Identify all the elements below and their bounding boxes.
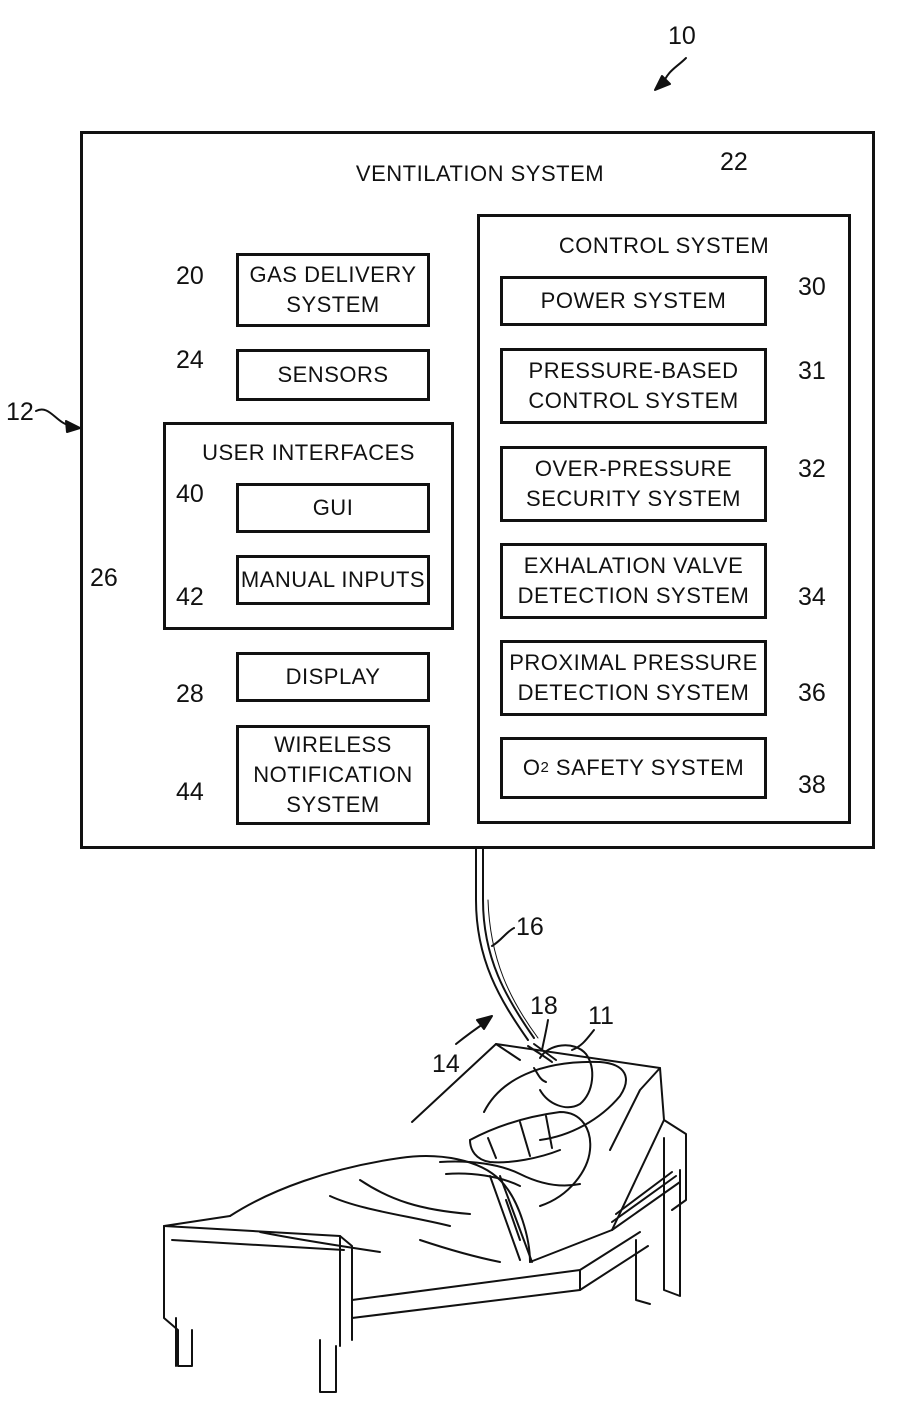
ref-user-interfaces: 26 xyxy=(90,564,118,592)
power-system-box: POWER SYSTEM xyxy=(500,276,767,326)
over-pressure-security-box: OVER-PRESSURE SECURITY SYSTEM xyxy=(500,446,767,522)
ventilation-system-title: VENTILATION SYSTEM xyxy=(355,161,605,186)
manual-inputs-box: MANUAL INPUTS xyxy=(236,555,430,605)
tube-right xyxy=(482,847,535,1039)
gas-delivery-system-box: GAS DELIVERY SYSTEM xyxy=(236,253,430,327)
ref-o2-safety: 38 xyxy=(798,771,826,799)
figure-number: 10 xyxy=(668,22,696,50)
leader-11 xyxy=(571,1029,595,1051)
ref-manual-inputs: 42 xyxy=(176,583,204,611)
display-box: DISPLAY xyxy=(236,652,430,702)
o2-label-prefix: O xyxy=(522,755,541,780)
leader-16 xyxy=(491,927,515,947)
ref-over-pressure: 32 xyxy=(798,455,826,483)
control-system-title: CONTROL SYSTEM xyxy=(558,233,770,258)
tube-left xyxy=(475,847,529,1041)
ref-tube: 16 xyxy=(516,913,544,941)
ref-sensors: 24 xyxy=(176,346,204,374)
proximal-pressure-detection-box: PROXIMAL PRESSURE DETECTION SYSTEM xyxy=(500,640,767,716)
ref-patient-interface: 18 xyxy=(530,992,558,1020)
leader-18 xyxy=(541,1019,549,1051)
ref-ventilation-system: 12 xyxy=(6,398,34,426)
wireless-notification-box: WIRELESS NOTIFICATION SYSTEM xyxy=(236,725,430,825)
o2-label-subscript: 2 xyxy=(540,759,550,776)
ref-pressure-based: 31 xyxy=(798,357,826,385)
ref-gui: 40 xyxy=(176,480,204,508)
gui-box: GUI xyxy=(236,483,430,533)
ref-wireless: 44 xyxy=(176,778,204,806)
ref-gas-delivery: 20 xyxy=(176,262,204,290)
bed-illustration xyxy=(163,1043,687,1393)
user-interfaces-title: USER INTERFACES xyxy=(202,440,415,465)
exhalation-valve-detection-box: EXHALATION VALVE DETECTION SYSTEM xyxy=(500,543,767,619)
sensors-box: SENSORS xyxy=(236,349,430,401)
ref-display: 28 xyxy=(176,680,204,708)
ref-power-system: 30 xyxy=(798,273,826,301)
pressure-based-control-box: PRESSURE-BASED CONTROL SYSTEM xyxy=(500,348,767,424)
ref-proximal-pressure: 36 xyxy=(798,679,826,707)
ref-exhalation-valve: 34 xyxy=(798,583,826,611)
ref-circuit: 14 xyxy=(432,1050,460,1078)
ref-control-system: 22 xyxy=(720,148,748,176)
o2-label-suffix: SAFETY SYSTEM xyxy=(549,755,745,780)
ref-patient: 11 xyxy=(588,1002,614,1030)
